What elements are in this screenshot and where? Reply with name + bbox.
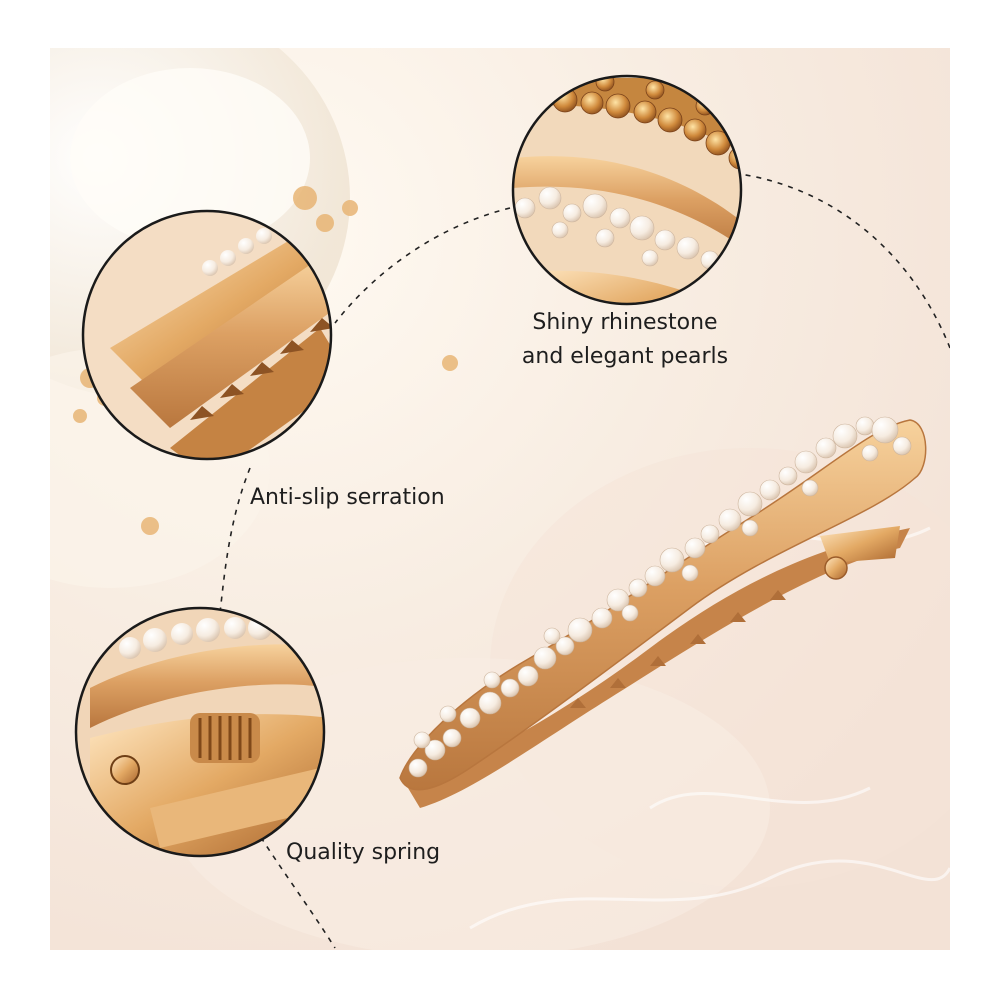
product-photo	[50, 48, 950, 950]
hair-clip-graphic	[399, 416, 927, 808]
rhinestone-callout-line-1: Shiny rhinestone	[532, 310, 718, 335]
serration-callout-label: Anti-slip serration	[250, 485, 445, 510]
rhinestone-detail-view	[511, 74, 743, 306]
serration-detail-view	[81, 209, 333, 461]
rhinestone-callout-label: Shiny rhinestone and elegant pearls	[500, 306, 750, 374]
photo-canvas	[50, 48, 950, 950]
spring-callout-label: Quality spring	[286, 840, 441, 865]
spring-detail-view	[74, 606, 326, 858]
rhinestone-callout-line-2: and elegant pearls	[521, 344, 729, 369]
